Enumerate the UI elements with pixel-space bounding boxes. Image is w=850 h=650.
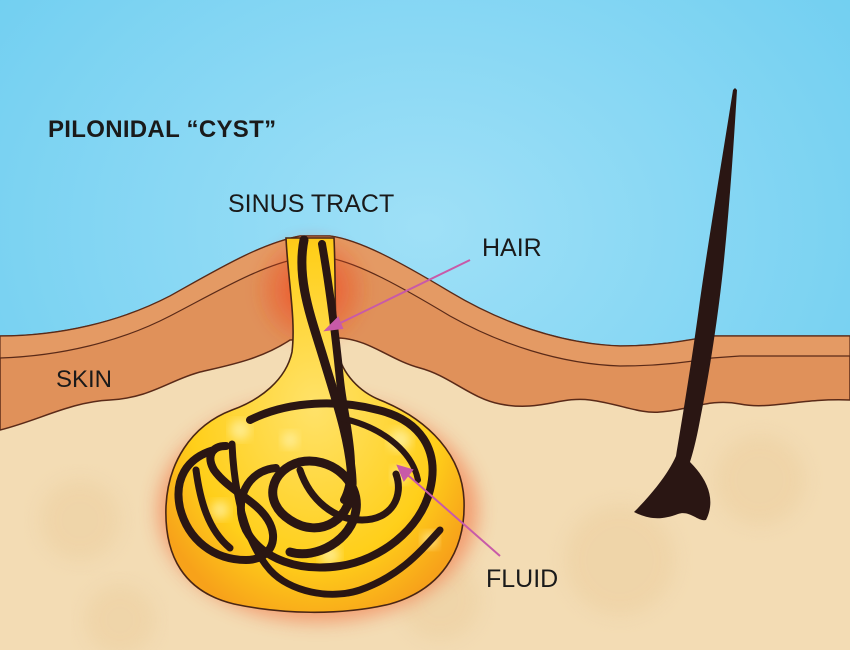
fluid-pointer-line bbox=[401, 469, 501, 557]
label-hair: HAIR bbox=[482, 234, 542, 262]
coiled-hair bbox=[174, 235, 444, 598]
label-skin: SKIN bbox=[56, 366, 113, 393]
label-fluid: FLUID bbox=[486, 565, 559, 593]
diagram-title: PILONIDAL “CYST” bbox=[48, 116, 277, 143]
external-hair bbox=[634, 88, 737, 521]
label-pointers bbox=[323, 259, 501, 557]
hair-pointer-arrow bbox=[323, 316, 344, 332]
label-sinus-tract: SINUS TRACT bbox=[228, 190, 395, 218]
hair-pointer-line bbox=[329, 259, 471, 329]
fluid-pointer-arrow bbox=[396, 464, 414, 482]
